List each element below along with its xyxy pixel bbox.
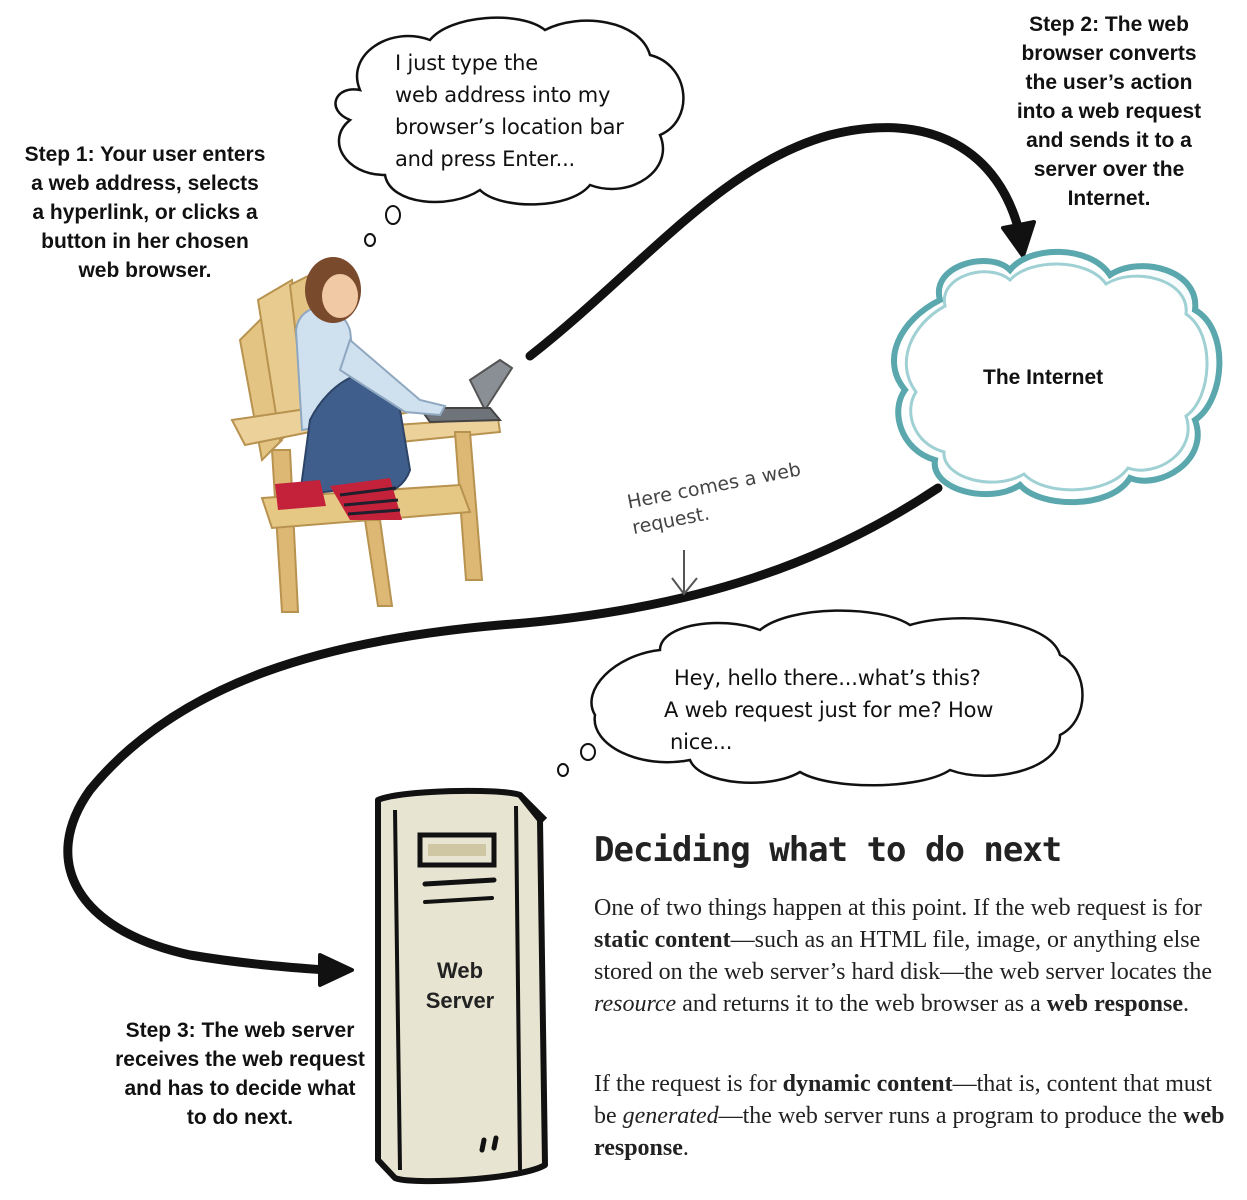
user-bubble-line: and press Enter... (395, 143, 624, 175)
p1-static-content: static content (594, 927, 731, 953)
arrow-head-internet (1003, 222, 1034, 256)
p2-dynamic-content: dynamic content (783, 1071, 953, 1097)
server-label-line: Web (410, 956, 510, 986)
p1-text: One of two things happen at this point. … (594, 895, 1202, 921)
step-1-text: Step 1: Your user enters a web address, … (0, 140, 290, 285)
step-2-line: the user’s action (980, 68, 1238, 97)
p1-text: and returns it to the web browser as a (676, 991, 1047, 1017)
paragraph-1: One of two things happen at this point. … (594, 892, 1239, 1020)
step-1-line: Step 1: Your user enters (0, 140, 290, 169)
step-2-line: browser converts (980, 39, 1238, 68)
internet-label: The Internet (983, 366, 1103, 390)
p2-text: If the request is for (594, 1071, 783, 1097)
user-bubble-text: I just type the web address into my brow… (395, 47, 624, 175)
step-2-text: Step 2: The web browser converts the use… (980, 10, 1238, 213)
paragraph-2: If the request is for dynamic content —th… (594, 1068, 1239, 1164)
step-1-line: a hyperlink, or clicks a (0, 198, 290, 227)
step-1-line: button in her chosen (0, 227, 290, 256)
p1-text: . (1183, 991, 1189, 1017)
p2-text: . (683, 1135, 689, 1161)
arrow-head-server (320, 955, 352, 985)
user-illustration (232, 257, 512, 612)
user-bubble-line: web address into my (395, 79, 624, 111)
p1-resource: resource (594, 991, 676, 1017)
section-heading: Deciding what to do next (594, 830, 1061, 870)
step-2-line: and sends it to a (980, 126, 1238, 155)
server-bubble-text: Hey, hello there...what’s this? A web re… (664, 662, 993, 758)
p1-web-response: web response (1047, 991, 1183, 1017)
step-3-line: to do next. (95, 1103, 385, 1132)
p2-generated: generated (623, 1103, 719, 1129)
server-label: Web Server (410, 956, 510, 1016)
server-bubble-line: nice... (664, 726, 993, 758)
step-2-line: into a web request (980, 97, 1238, 126)
annotation-down-arrow (672, 550, 697, 594)
p2-text: —the web server runs a program to produc… (719, 1103, 1184, 1129)
step-3-line: Step 3: The web server (95, 1016, 385, 1045)
server-bubble-line: Hey, hello there...what’s this? (664, 662, 993, 694)
user-bubble-line: browser’s location bar (395, 111, 624, 143)
step-3-text: Step 3: The web server receives the web … (95, 1016, 385, 1132)
step-2-line: Internet. (980, 184, 1238, 213)
step-3-line: and has to decide what (95, 1074, 385, 1103)
step-1-line: a web address, selects (0, 169, 290, 198)
step-2-line: Step 2: The web (980, 10, 1238, 39)
server-label-line: Server (410, 986, 510, 1016)
step-2-line: server over the (980, 155, 1238, 184)
user-bubble-line: I just type the (395, 47, 624, 79)
server-bubble-line: A web request just for me? How (664, 694, 993, 726)
step-1-line: web browser. (0, 256, 290, 285)
step-3-line: receives the web request (95, 1045, 385, 1074)
